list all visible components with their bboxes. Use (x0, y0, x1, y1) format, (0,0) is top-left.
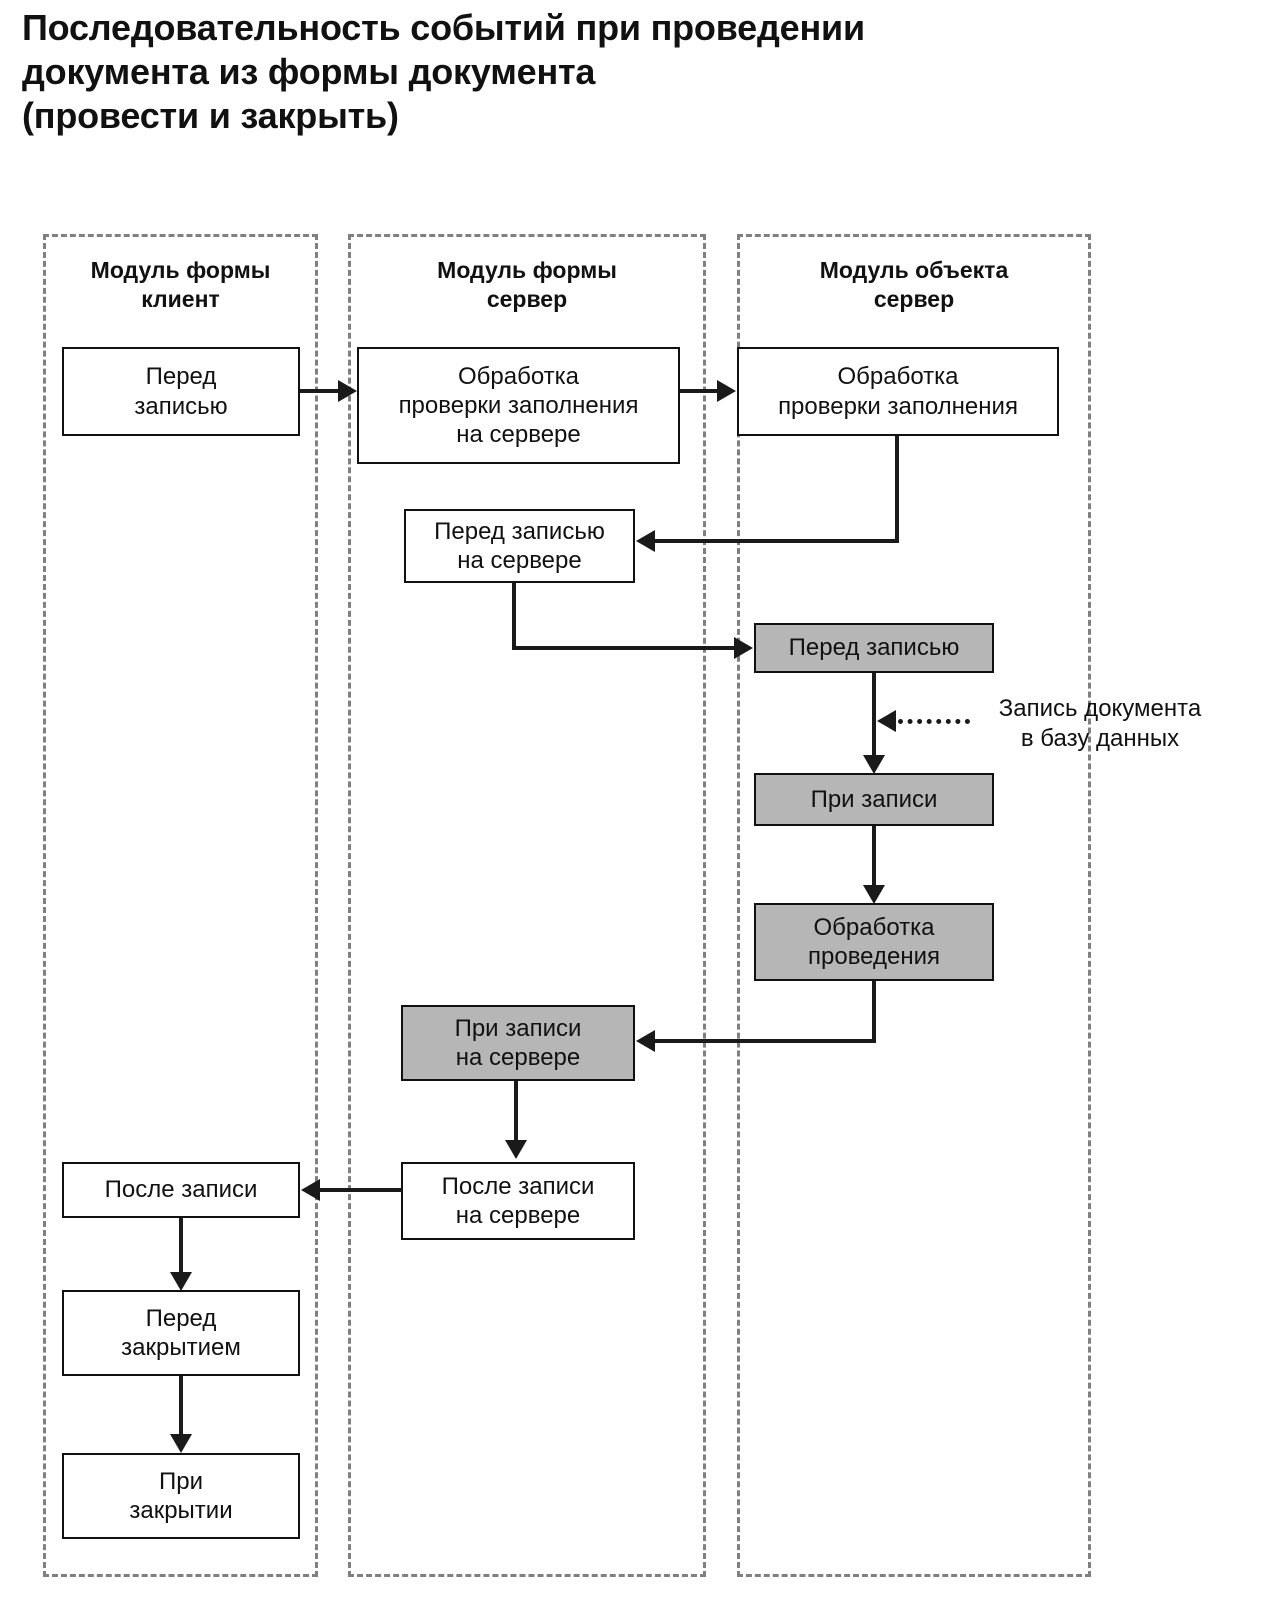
arrowhead-down (863, 755, 885, 774)
edge-before-write-client-to-fill-check (300, 389, 339, 393)
node-label-line-1: Перед записью (788, 634, 960, 662)
arrowhead-down (170, 1434, 192, 1453)
node-label-line-1: Обработка (837, 363, 959, 391)
edge-before-write-server-to-object-vertical (512, 583, 516, 648)
edge-db-write-note-dotted (898, 719, 970, 724)
node-label-line-1: При записи (454, 1014, 582, 1042)
node-label-line-2: проверки заполнения (398, 391, 639, 419)
edge-before-write-server-to-object-horizontal (512, 646, 735, 650)
arrowhead-right (338, 380, 357, 402)
arrowhead-down (505, 1140, 527, 1159)
edge-object-to-form-server-vertical (895, 436, 899, 543)
arrowhead-left (636, 1030, 655, 1052)
arrowhead-right (717, 380, 736, 402)
lane-title-form-module-server: Модуль формы сервер (348, 256, 706, 315)
node-label-line-2: на сервере (455, 1044, 581, 1071)
edge-on-write-server-to-after-write-server (514, 1081, 518, 1143)
annotation-line-2: в базу данных (1020, 725, 1180, 752)
node-before-close-client[interactable]: Перед закрытием (62, 1290, 300, 1376)
arrowhead-down (170, 1272, 192, 1291)
edge-on-write-to-posting (872, 826, 876, 889)
lane-object-module-server (737, 234, 1091, 1577)
node-before-write-form-server[interactable]: Перед записью на сервере (404, 509, 635, 583)
lane-title-line-2: сервер (486, 286, 568, 313)
edge-posting-to-on-write-server-horizontal (655, 1039, 876, 1043)
node-label-line-1: Обработка (457, 362, 580, 390)
arrowhead-left (301, 1179, 320, 1201)
node-label-line-1: Перед (145, 363, 217, 391)
edge-after-write-server-to-client (320, 1188, 403, 1192)
lane-title-line-1: Модуль формы (437, 257, 617, 283)
node-label-line-3: на сервере (456, 421, 581, 449)
page-title-line-3: (провести и закрыть) (22, 94, 399, 136)
node-label-line-1: Обработка (813, 913, 935, 941)
arrowhead-down (863, 885, 885, 904)
arrowhead-left (636, 530, 655, 552)
node-after-write-client[interactable]: После записи (62, 1162, 300, 1218)
node-label-line-1: При записи (810, 785, 938, 813)
arrowhead-left-dotted (877, 710, 896, 732)
edge-posting-to-on-write-server-vertical (872, 981, 876, 1043)
node-on-write-object[interactable]: При записи (754, 773, 994, 826)
node-before-write-client[interactable]: Перед записью (62, 347, 300, 436)
lane-title-line-1: Модуль формы (90, 257, 271, 283)
page-title-line-1: Последовательность событий при проведени… (22, 7, 865, 48)
lane-title-line-1: Модуль объекта (819, 257, 1009, 283)
node-label-line-1: После записи (441, 1172, 595, 1200)
node-after-write-form-server[interactable]: После записи на сервере (401, 1162, 635, 1240)
node-label-line-1: Перед записью (434, 517, 605, 545)
edge-before-close-to-on-close (179, 1376, 183, 1438)
node-label-line-2: закрытием (121, 1334, 241, 1361)
annotation-db-write-note: Запись документа в базу данных (966, 694, 1234, 754)
node-label-line-1: Перед (145, 1304, 217, 1332)
lane-title-line-2: клиент (141, 286, 220, 313)
lane-title-line-2: сервер (873, 286, 955, 313)
page-title-line-2: документа из формы документа (22, 50, 596, 92)
lane-form-module-server (348, 234, 706, 1577)
lane-title-form-module-client: Модуль формы клиент (43, 256, 318, 315)
lane-form-module-client (43, 234, 318, 1577)
edge-after-write-to-before-close (179, 1218, 183, 1276)
node-posting-processing[interactable]: Обработка проведения (754, 903, 994, 981)
node-label-line-2: на сервере (455, 1202, 581, 1229)
node-label-line-2: закрытии (129, 1497, 233, 1524)
edge-before-write-to-on-write-object (872, 673, 876, 759)
node-fill-check-proc-object[interactable]: Обработка проверки заполнения (737, 347, 1059, 436)
node-label-line-2: проверки заполнения (778, 392, 1018, 420)
edge-fill-check-server-to-object (680, 389, 718, 393)
page-title: Последовательность событий при проведени… (22, 6, 1182, 138)
node-label-line-1: После записи (104, 1176, 258, 1204)
annotation-line-1: Запись документа (998, 695, 1202, 722)
node-label-line-1: При (158, 1467, 203, 1495)
node-fill-check-proc-server[interactable]: Обработка проверки заполнения на сервере (357, 347, 680, 464)
node-label-line-2: проведения (808, 943, 940, 970)
lane-title-object-module-server: Модуль объекта сервер (737, 256, 1091, 315)
node-before-write-object[interactable]: Перед записью (754, 623, 994, 673)
node-on-write-form-server[interactable]: При записи на сервере (401, 1005, 635, 1081)
edge-object-to-form-server-horizontal (655, 539, 899, 543)
arrowhead-right (734, 637, 753, 659)
node-label-line-2: записью (134, 392, 228, 420)
node-label-line-2: на сервере (457, 547, 582, 574)
node-on-close-client[interactable]: При закрытии (62, 1453, 300, 1539)
